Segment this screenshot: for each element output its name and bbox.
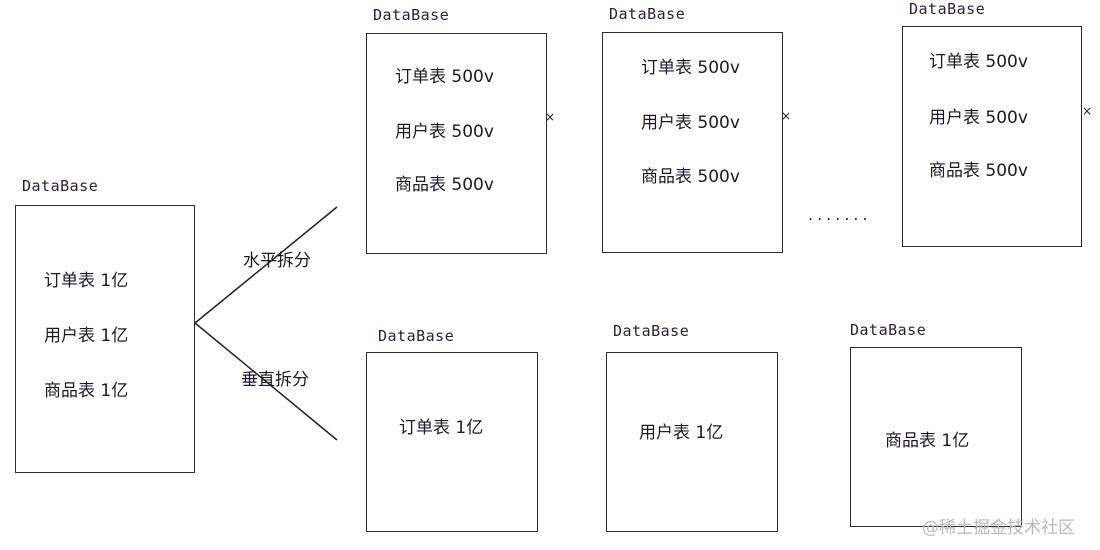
h-shard-1-row-orders: 订单表 500v	[395, 67, 494, 87]
v-shard-1-row: 订单表 1亿	[399, 418, 484, 438]
h-shard-1-label: DataBase	[373, 6, 450, 24]
h-shard-3-row-orders: 订单表 500v	[929, 52, 1028, 72]
horizontal-split-label: 水平拆分	[243, 251, 311, 271]
h-shard-3-marker: ×	[1082, 104, 1093, 118]
h-shard-1-row-users: 用户表 500v	[395, 122, 494, 142]
h-shard-1-row-products: 商品表 500v	[395, 175, 494, 195]
h-shard-1-box: 订单表 500v 用户表 500v 商品表 500v	[366, 33, 547, 254]
source-db-box: 订单表 1亿 用户表 1亿 商品表 1亿	[15, 205, 195, 473]
v-shard-2-label: DataBase	[613, 322, 690, 340]
horizontal-split-line	[194, 206, 338, 324]
v-shard-3-row: 商品表 1亿	[885, 431, 970, 451]
source-row-orders: 订单表 1亿	[44, 271, 129, 291]
h-shard-2-label: DataBase	[609, 5, 686, 23]
h-shard-1-marker: ×	[545, 110, 556, 124]
v-shard-2-row: 用户表 1亿	[639, 423, 724, 443]
source-row-users: 用户表 1亿	[44, 326, 129, 346]
h-shard-3-row-users: 用户表 500v	[929, 108, 1028, 128]
h-shard-2-marker: ×	[781, 109, 792, 123]
h-shard-2-row-orders: 订单表 500v	[641, 58, 740, 78]
h-shard-3-row-products: 商品表 500v	[929, 161, 1028, 181]
v-shard-1-label: DataBase	[378, 327, 455, 345]
vertical-split-label: 垂直拆分	[241, 370, 309, 390]
watermark: @稀土掘金技术社区	[922, 518, 1075, 538]
h-shard-2-box: 订单表 500v 用户表 500v 商品表 500v	[602, 32, 783, 253]
h-shard-3-box: 订单表 500v 用户表 500v 商品表 500v	[902, 26, 1082, 247]
source-row-products: 商品表 1亿	[44, 381, 129, 401]
v-shard-3-label: DataBase	[850, 321, 927, 339]
h-shard-2-row-products: 商品表 500v	[641, 167, 740, 187]
v-shard-3-box: 商品表 1亿	[850, 347, 1022, 527]
h-shard-3-label: DataBase	[909, 0, 986, 18]
source-db-label: DataBase	[22, 177, 99, 195]
vertical-split-line	[194, 322, 338, 441]
h-shard-2-row-users: 用户表 500v	[641, 113, 740, 133]
ellipsis: .......	[808, 205, 872, 224]
v-shard-2-box: 用户表 1亿	[606, 352, 778, 532]
v-shard-1-box: 订单表 1亿	[366, 352, 538, 532]
